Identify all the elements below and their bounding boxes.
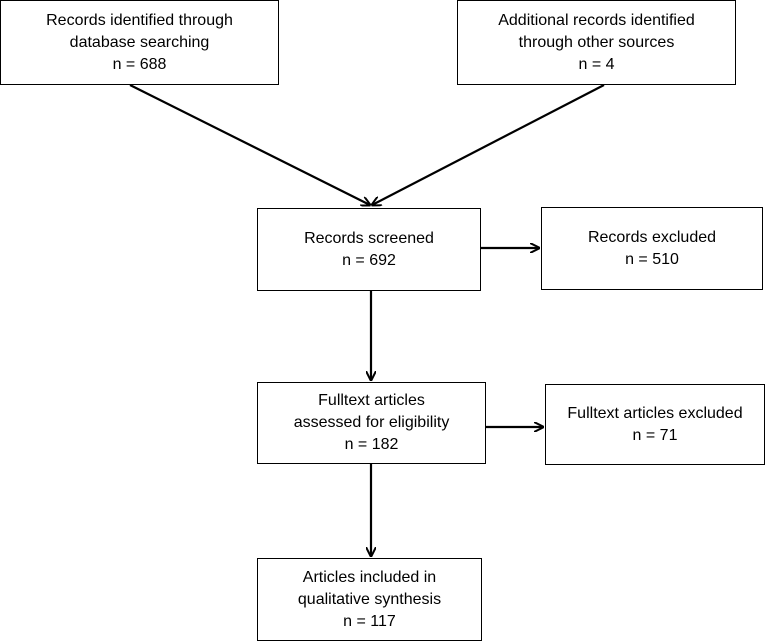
box-label: Records excluded: [587, 228, 717, 246]
records-excluded-box: Records excluded n = 510: [541, 207, 763, 290]
box-count: n = 182: [344, 436, 399, 453]
box-label: database searching: [69, 33, 210, 51]
box-label: Fulltext articles: [318, 392, 425, 409]
box-label: Articles included in: [302, 568, 437, 586]
arrow-database-to-screened: [129, 84, 370, 205]
box-label: Records screened: [304, 229, 434, 247]
box-count: n = 71: [632, 426, 678, 444]
box-label: assessed for eligibility: [293, 414, 450, 431]
box-count: n = 510: [625, 250, 679, 268]
arrow-other-to-screened: [372, 84, 605, 205]
box-count: n = 4: [578, 55, 615, 73]
records-screened-box: Records screened n = 692: [257, 208, 481, 291]
records-identified-database-box: Records identified through database sear…: [0, 0, 279, 85]
fulltext-excluded-box: Fulltext articles excluded n = 71: [545, 384, 765, 465]
box-count: n = 692: [342, 251, 396, 269]
box-label: Records identified through: [46, 11, 233, 29]
box-label: Fulltext articles excluded: [567, 404, 743, 422]
box-count: n = 117: [343, 612, 396, 630]
box-label: qualitative synthesis: [297, 590, 442, 608]
box-label: through other sources: [518, 33, 675, 51]
articles-included-box: Articles included in qualitative synthes…: [257, 558, 482, 641]
fulltext-assessed-box: Fulltext articles assessed for eligibili…: [257, 382, 486, 464]
box-count: n = 688: [112, 55, 167, 73]
additional-records-other-sources-box: Additional records identified through ot…: [457, 0, 736, 85]
box-label: Additional records identified: [498, 11, 695, 29]
